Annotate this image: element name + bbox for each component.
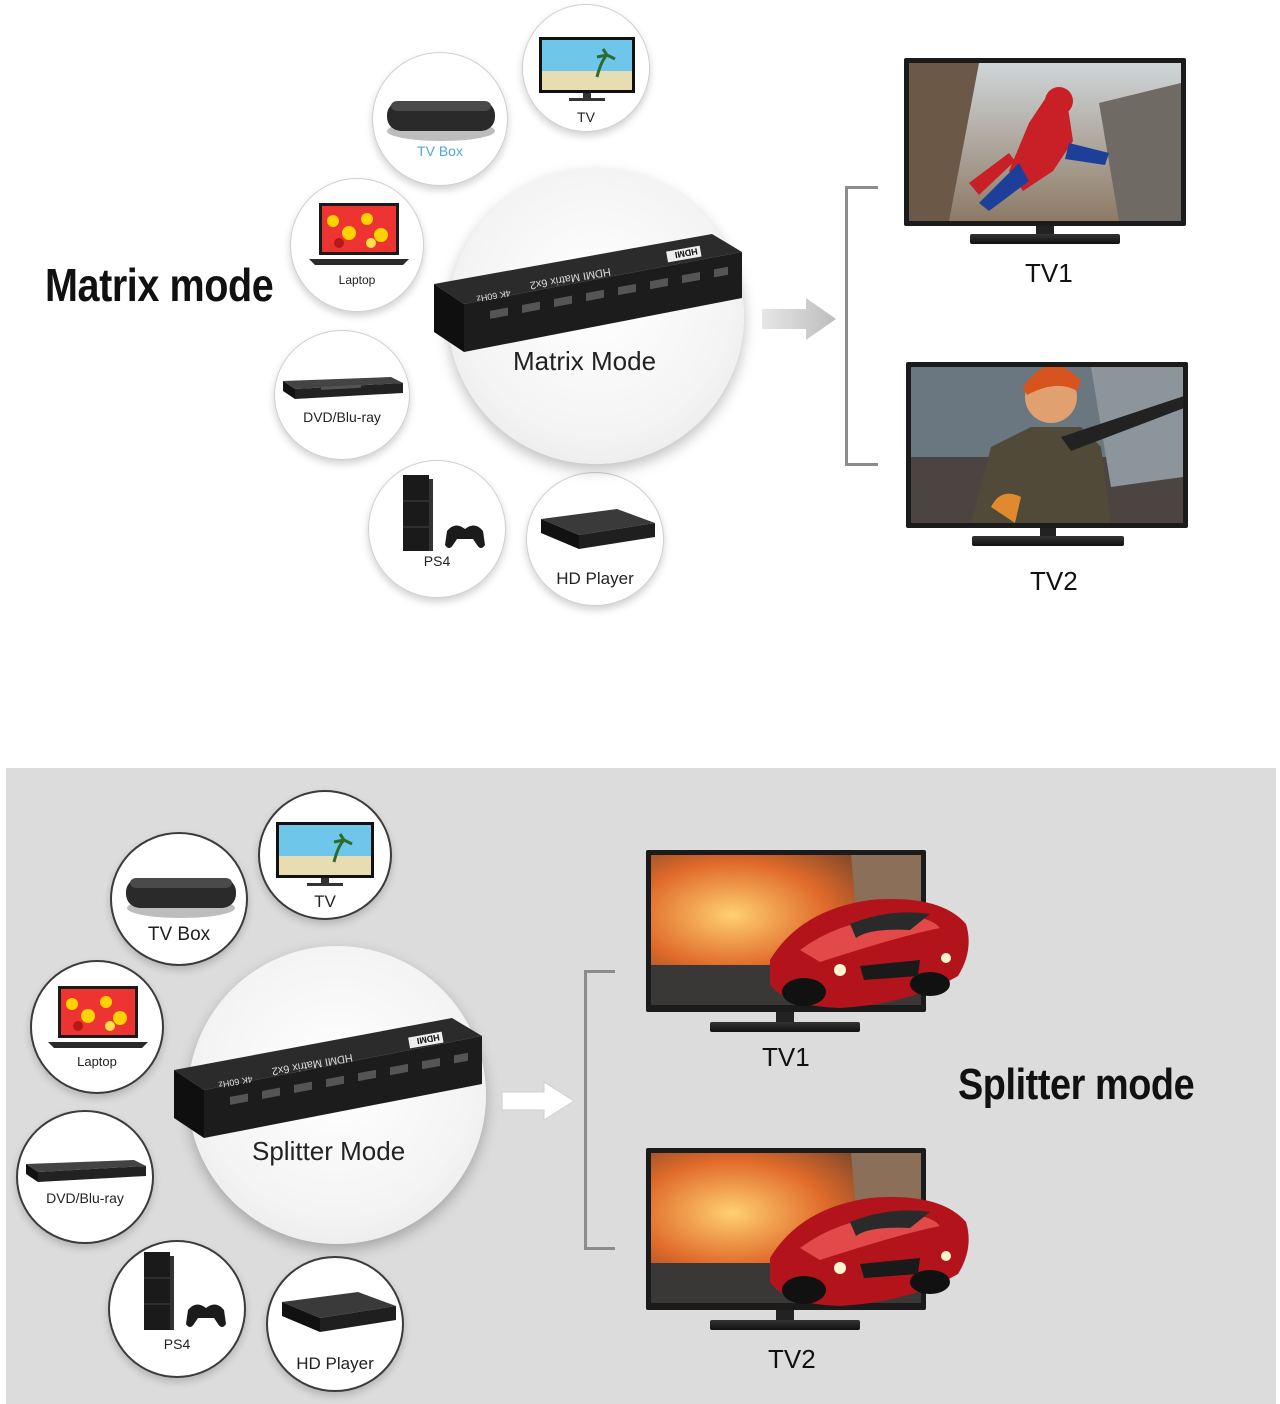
splitter-source-tvbox: TV Box — [110, 832, 248, 966]
tv-icon — [276, 822, 374, 886]
tv-label: TV2 — [768, 1344, 816, 1374]
tv-label: TV1 — [762, 1042, 810, 1072]
arrow-right-icon — [501, 1081, 575, 1121]
hdmi-matrix-device: HDMI Matrix 6x2 4K 60Hz HDMI — [174, 1018, 482, 1138]
matrix-mode-title: Matrix mode — [45, 259, 274, 311]
tv-label: TV2 — [1030, 566, 1078, 596]
hd-player-icon — [282, 1292, 396, 1332]
dvd-player-icon — [283, 377, 403, 399]
red-car-icon — [770, 1197, 969, 1306]
source-label: TV Box — [147, 924, 211, 945]
matrix-source-dvd: DVD/Blu-ray — [274, 330, 410, 460]
matrix-source-ps4: PS4 — [368, 460, 506, 598]
ps4-console-icon — [144, 1252, 226, 1330]
source-label: PS4 — [423, 553, 451, 569]
laptop-icon — [48, 986, 148, 1048]
splitter-source-tv: TV — [258, 790, 392, 920]
hdmi-matrix-device: HDMI Matrix 6x2 4K 60Hz HDMI — [434, 234, 742, 352]
spider-man-screen — [909, 63, 1181, 221]
soldier-game-screen — [911, 367, 1183, 523]
source-label: HD Player — [556, 569, 634, 588]
splitter-source-laptop: Laptop — [30, 960, 164, 1094]
source-label: Laptop — [77, 1054, 117, 1069]
device-logo: HDMI — [674, 246, 698, 260]
matrix-source-tvbox: TV Box — [372, 52, 508, 186]
tv-box-icon — [126, 878, 236, 918]
source-label: PS4 — [163, 1336, 191, 1352]
laptop-icon — [309, 203, 409, 265]
splitter-source-ps4: PS4 — [108, 1240, 246, 1378]
matrix-source-laptop: Laptop — [290, 178, 424, 312]
tv-icon — [539, 37, 635, 101]
dvd-player-icon — [26, 1160, 146, 1182]
source-label: Laptop — [338, 273, 376, 287]
splitter-mode-title: Splitter mode — [958, 1060, 1195, 1109]
matrix-source-tv: TV — [522, 4, 650, 132]
splitter-source-hdplayer: HD Player — [266, 1256, 404, 1392]
matrix-hub-label: Matrix Mode — [513, 346, 657, 376]
matrix-source-hdplayer: HD Player — [526, 472, 664, 606]
output-bracket — [584, 970, 615, 1250]
source-label: TV Box — [417, 143, 463, 159]
tv-box-icon — [387, 101, 495, 141]
matrix-output-tv2 — [906, 362, 1188, 552]
splitter-source-dvd: DVD/Blu-ray — [16, 1110, 154, 1244]
source-label: DVD/Blu-ray — [303, 409, 381, 425]
source-label: TV — [314, 892, 336, 911]
arrow-right-icon — [762, 298, 836, 340]
tv-label: TV1 — [1025, 258, 1073, 288]
red-car-icon — [770, 899, 969, 1008]
matrix-output-tv1 — [904, 58, 1186, 248]
ps4-console-icon — [403, 475, 485, 551]
hd-player-icon — [541, 509, 655, 549]
device-logo: HDMI — [416, 1032, 440, 1046]
splitter-hub-label: Splitter Mode — [252, 1136, 406, 1166]
source-label: DVD/Blu-ray — [46, 1190, 124, 1206]
source-label: HD Player — [296, 1354, 374, 1373]
output-bracket — [845, 186, 878, 466]
source-label: TV — [577, 109, 595, 125]
